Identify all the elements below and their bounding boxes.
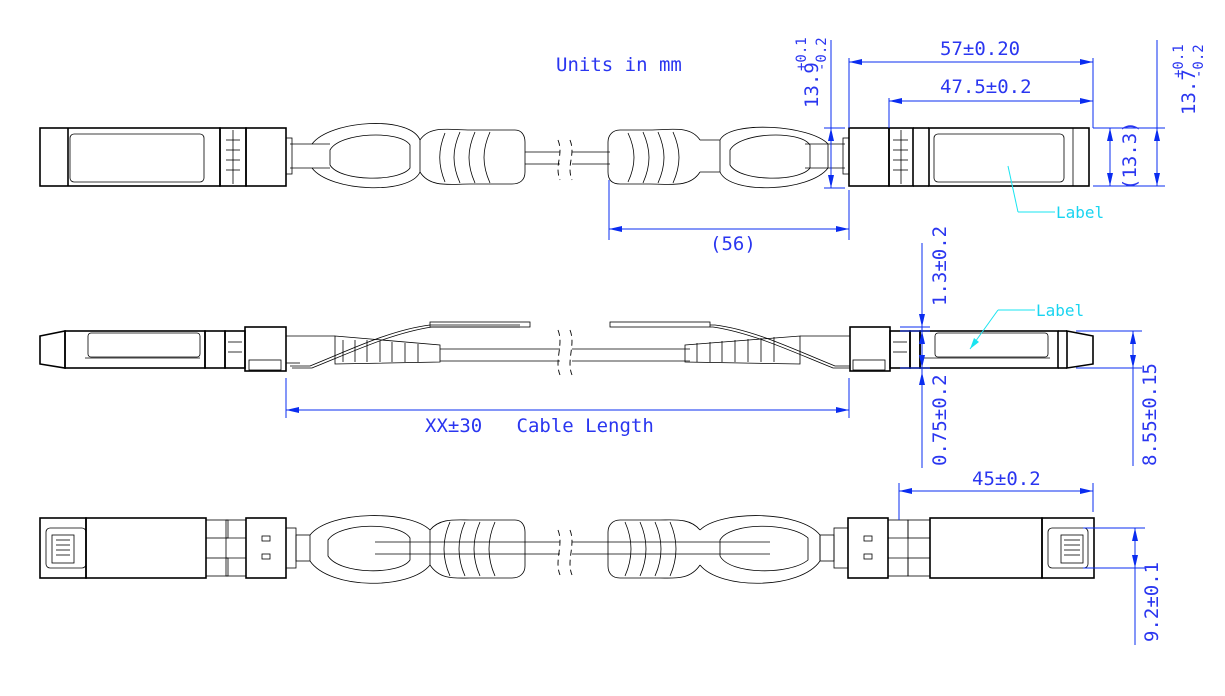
- dim-overall-length: 57±0.20: [940, 38, 1020, 60]
- top-view-dimensions: Units in mm 57±0.20 47.5±0.2 (56) 13.9 +…: [556, 37, 1207, 255]
- units-note: Units in mm: [556, 54, 682, 76]
- dim-height-right: 13.7: [1178, 69, 1200, 115]
- dim-latch-bottom: 0.75±0.2: [929, 374, 951, 466]
- dim-body-height: (13.3): [1119, 121, 1141, 190]
- dim-height-right-tol-low: -0.2: [1191, 44, 1207, 78]
- dim-pull-tab: (56): [710, 233, 756, 255]
- dim-height-left-tol-up: +0.1: [794, 37, 810, 71]
- dim-bottom-length: 45±0.2: [972, 468, 1041, 490]
- bottom-view: [39, 515, 1095, 584]
- dim-latch-top: 1.3±0.2: [929, 226, 951, 306]
- dim-height-right-tol-up: +0.1: [1171, 44, 1187, 78]
- dim-connector-width: 9.2±0.1: [1141, 562, 1163, 642]
- dim-cable-length: XX±30 Cable Length: [425, 415, 654, 437]
- label-callout-top: Label: [1056, 203, 1104, 222]
- label-callout-side: Label: [1036, 301, 1084, 320]
- side-view-dimensions: XX±30 Cable Length 1.3±0.2 0.75±0.2 8.55…: [285, 226, 1161, 468]
- right-module-top: [572, 126, 1090, 189]
- bottom-view-dimensions: 45±0.2 9.2±0.1: [898, 468, 1163, 645]
- dim-body-length: 47.5±0.2: [940, 76, 1032, 98]
- left-module-top: [39, 123, 573, 189]
- side-view: [39, 321, 1094, 376]
- dim-thickness: 8.55±0.15: [1139, 363, 1161, 466]
- dim-height-left-tol-low: -0.2: [814, 37, 830, 71]
- dim-height-left: 13.9: [801, 62, 823, 108]
- top-view: [39, 123, 1090, 189]
